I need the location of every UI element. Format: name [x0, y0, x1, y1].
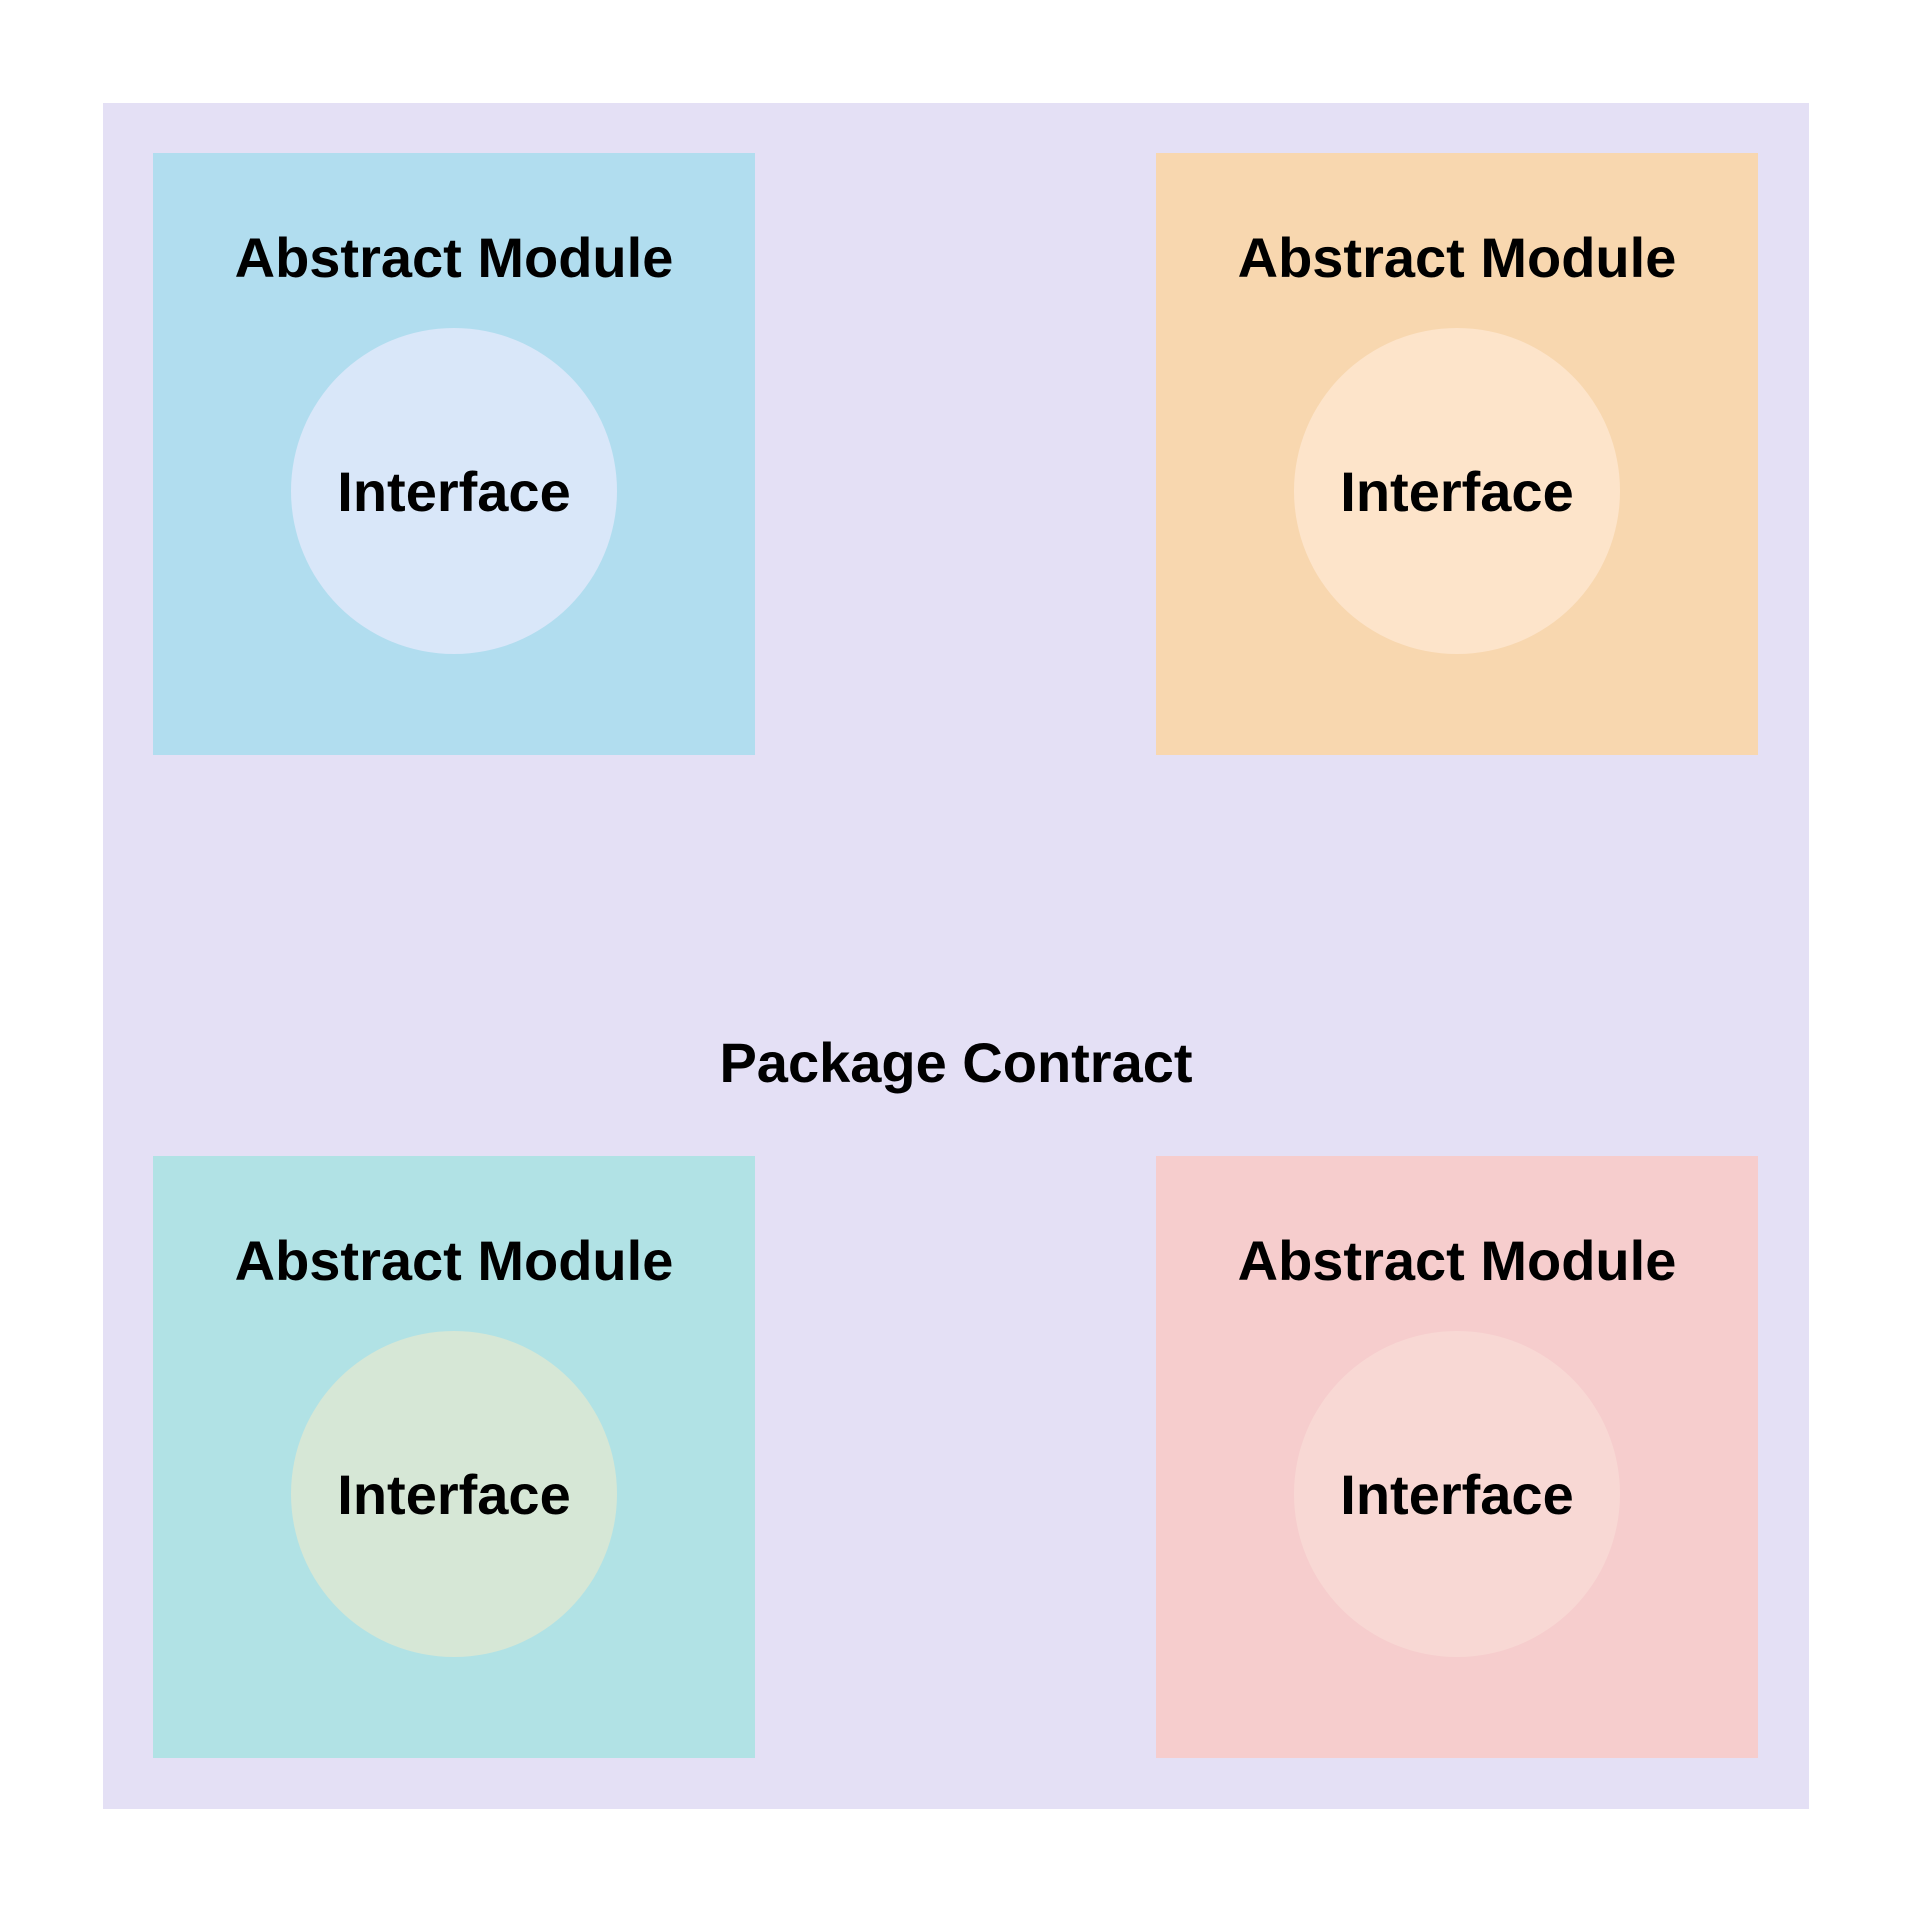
- interface-circle: Interface: [291, 1331, 617, 1657]
- interface-label: Interface: [1340, 459, 1574, 523]
- module-title: Abstract Module: [1237, 1229, 1677, 1292]
- interface-label: Interface: [1340, 1462, 1574, 1526]
- abstract-module-bottom-left: Abstract Module Interface: [153, 1156, 755, 1758]
- interface-label: Interface: [337, 1462, 571, 1526]
- interface-circle: Interface: [1294, 1331, 1620, 1657]
- abstract-module-top-right: Abstract Module Interface: [1156, 153, 1758, 755]
- interface-circle: Interface: [291, 328, 617, 654]
- module-title: Abstract Module: [234, 1229, 674, 1292]
- module-title: Abstract Module: [234, 226, 674, 289]
- interface-circle: Interface: [1294, 328, 1620, 654]
- package-contract-label: Package Contract: [719, 1031, 1193, 1094]
- interface-label: Interface: [337, 459, 571, 523]
- module-title: Abstract Module: [1237, 226, 1677, 289]
- abstract-module-bottom-right: Abstract Module Interface: [1156, 1156, 1758, 1758]
- abstract-module-top-left: Abstract Module Interface: [153, 153, 755, 755]
